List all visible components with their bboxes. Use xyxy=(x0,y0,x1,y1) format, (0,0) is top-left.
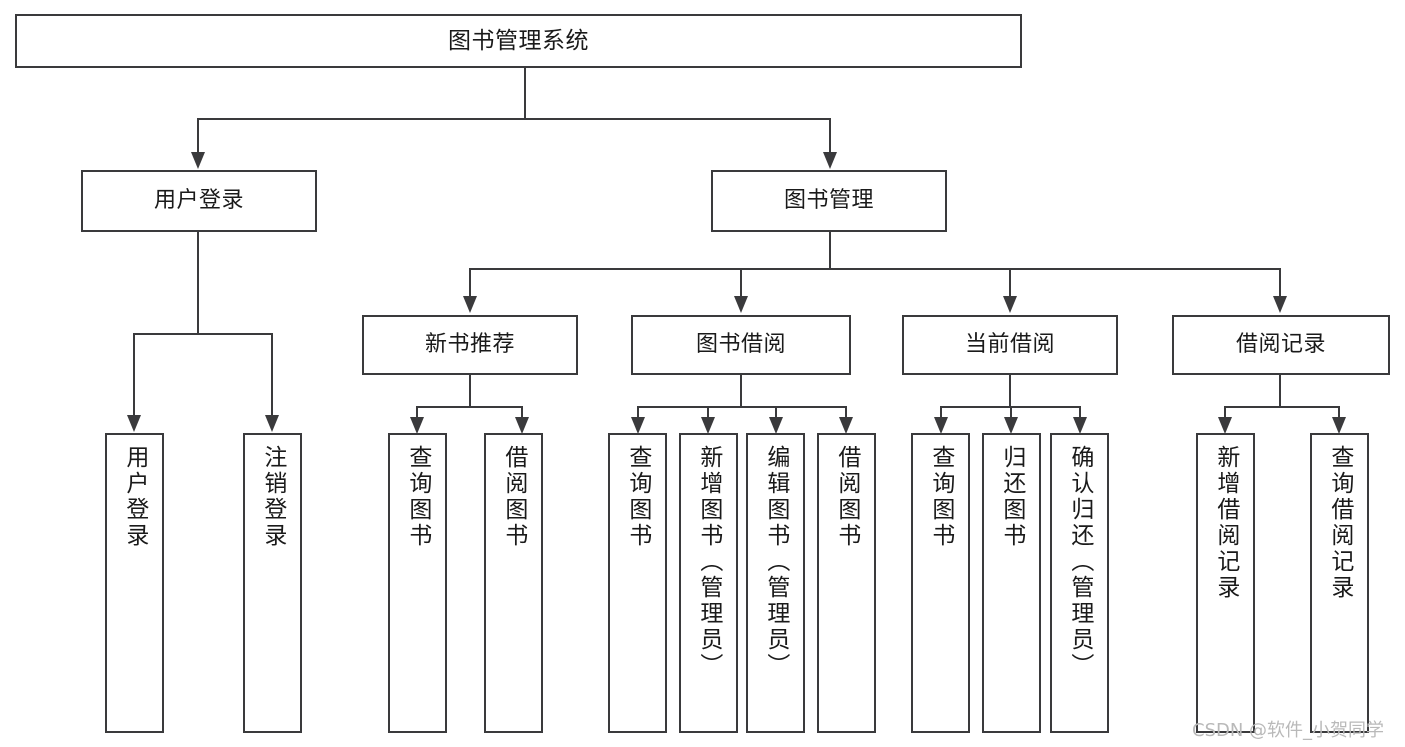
leaf-user-login[interactable]: 用户登录 xyxy=(105,433,164,733)
node-label: 确认归还（管理员） xyxy=(1066,445,1093,679)
edge-br-to-leaf-1 xyxy=(1224,406,1226,418)
node-label: 查询借阅记录 xyxy=(1326,445,1353,601)
edge-cb-to-leaf-3 xyxy=(1079,406,1081,418)
arrowhead-nb-borrow-book xyxy=(515,417,529,434)
edge-bm-to-new-book xyxy=(469,268,471,297)
node-borrow-record[interactable]: 借阅记录 xyxy=(1172,315,1390,375)
edge-root-bus xyxy=(197,118,831,120)
arrowhead-user-login xyxy=(191,152,205,169)
node-label: 借阅图书 xyxy=(500,445,527,549)
leaf-logout[interactable]: 注销登录 xyxy=(243,433,302,733)
arrowhead-br-query-record xyxy=(1332,417,1346,434)
edge-user-login-to-leaf-2 xyxy=(271,333,273,416)
leaf-book-borrow-borrow-book[interactable]: 借阅图书 xyxy=(817,433,876,733)
edge-current-borrow-stem xyxy=(1009,375,1011,406)
node-label: 新增图书（管理员） xyxy=(695,445,722,679)
edge-cb-to-leaf-1 xyxy=(940,406,942,418)
node-user-login[interactable]: 用户登录 xyxy=(81,170,317,232)
leaf-book-borrow-query-book[interactable]: 查询图书 xyxy=(608,433,667,733)
edge-book-borrow-bus xyxy=(637,406,846,408)
edge-borrow-record-bus xyxy=(1224,406,1340,408)
edge-bb-to-leaf-2 xyxy=(707,406,709,418)
edge-root-to-book-management xyxy=(829,118,831,153)
arrowhead-book-borrow xyxy=(734,296,748,313)
arrowhead-bb-add-book xyxy=(701,417,715,434)
edge-br-to-leaf-2 xyxy=(1338,406,1340,418)
node-label: 编辑图书（管理员） xyxy=(762,445,789,679)
leaf-borrow-record-query-record[interactable]: 查询借阅记录 xyxy=(1310,433,1369,733)
arrowhead-cb-confirm-return xyxy=(1073,417,1087,434)
leaf-book-borrow-add-book-admin[interactable]: 新增图书（管理员） xyxy=(679,433,738,733)
node-new-book-recommend[interactable]: 新书推荐 xyxy=(362,315,578,375)
edge-bb-to-leaf-1 xyxy=(637,406,639,418)
node-label: 新书推荐 xyxy=(424,332,515,358)
edge-user-login-stem xyxy=(197,232,199,333)
leaf-current-borrow-query-book[interactable]: 查询图书 xyxy=(911,433,970,733)
arrowhead-cb-query-book xyxy=(934,417,948,434)
arrowhead-cb-return-book xyxy=(1004,417,1018,434)
edge-nb-to-leaf-2 xyxy=(521,406,523,418)
arrowhead-leaf-logout xyxy=(265,415,279,432)
node-label: 新增借阅记录 xyxy=(1212,445,1239,601)
leaf-borrow-record-add-record[interactable]: 新增借阅记录 xyxy=(1196,433,1255,733)
arrowhead-bb-borrow-book xyxy=(839,417,853,434)
edge-borrow-record-stem xyxy=(1279,375,1281,406)
node-label: 图书管理系统 xyxy=(448,27,589,54)
leaf-current-borrow-return-book[interactable]: 归还图书 xyxy=(982,433,1041,733)
node-root-book-management-system[interactable]: 图书管理系统 xyxy=(15,14,1022,68)
edge-bm-to-borrow-record xyxy=(1279,268,1281,297)
edge-root-to-user-login xyxy=(197,118,199,153)
edge-root-stem xyxy=(524,68,526,118)
arrowhead-bb-query-book xyxy=(631,417,645,434)
edge-book-borrow-stem xyxy=(740,375,742,406)
node-label: 归还图书 xyxy=(998,445,1025,549)
arrowhead-current-borrow xyxy=(1003,296,1017,313)
node-label: 借阅图书 xyxy=(833,445,860,549)
edge-user-login-to-leaf-1 xyxy=(133,333,135,416)
leaf-new-book-query-book[interactable]: 查询图书 xyxy=(388,433,447,733)
edge-book-management-stem xyxy=(829,232,831,268)
node-label: 查询图书 xyxy=(404,445,431,549)
edge-bb-to-leaf-4 xyxy=(845,406,847,418)
leaf-current-borrow-confirm-return-admin[interactable]: 确认归还（管理员） xyxy=(1050,433,1109,733)
edge-user-login-bus xyxy=(133,333,273,335)
arrowhead-new-book-recommend xyxy=(463,296,477,313)
edge-cb-to-leaf-2 xyxy=(1010,406,1012,418)
node-book-borrow[interactable]: 图书借阅 xyxy=(631,315,851,375)
arrowhead-book-management xyxy=(823,152,837,169)
node-label: 用户登录 xyxy=(121,445,148,549)
node-current-borrow[interactable]: 当前借阅 xyxy=(902,315,1118,375)
arrowhead-br-add-record xyxy=(1218,417,1232,434)
edge-bb-to-leaf-3 xyxy=(775,406,777,418)
arrowhead-leaf-user-login xyxy=(127,415,141,432)
node-label: 查询图书 xyxy=(927,445,954,549)
node-book-management[interactable]: 图书管理 xyxy=(711,170,947,232)
edge-bm-to-current-borrow xyxy=(1009,268,1011,297)
node-label: 用户登录 xyxy=(153,188,244,214)
node-label: 图书借阅 xyxy=(695,332,786,358)
edge-new-book-bus xyxy=(416,406,523,408)
node-label: 注销登录 xyxy=(259,445,286,549)
node-label: 当前借阅 xyxy=(964,332,1055,358)
leaf-book-borrow-edit-book-admin[interactable]: 编辑图书（管理员） xyxy=(746,433,805,733)
arrowhead-bb-edit-book xyxy=(769,417,783,434)
leaf-new-book-borrow-book[interactable]: 借阅图书 xyxy=(484,433,543,733)
edge-bm-to-book-borrow xyxy=(740,268,742,297)
node-label: 图书管理 xyxy=(783,188,874,214)
node-label: 查询图书 xyxy=(624,445,651,549)
arrowhead-nb-query-book xyxy=(410,417,424,434)
arrowhead-borrow-record xyxy=(1273,296,1287,313)
edge-new-book-stem xyxy=(469,375,471,406)
node-label: 借阅记录 xyxy=(1235,332,1326,358)
edge-book-management-bus xyxy=(469,268,1281,270)
edge-nb-to-leaf-1 xyxy=(416,406,418,418)
